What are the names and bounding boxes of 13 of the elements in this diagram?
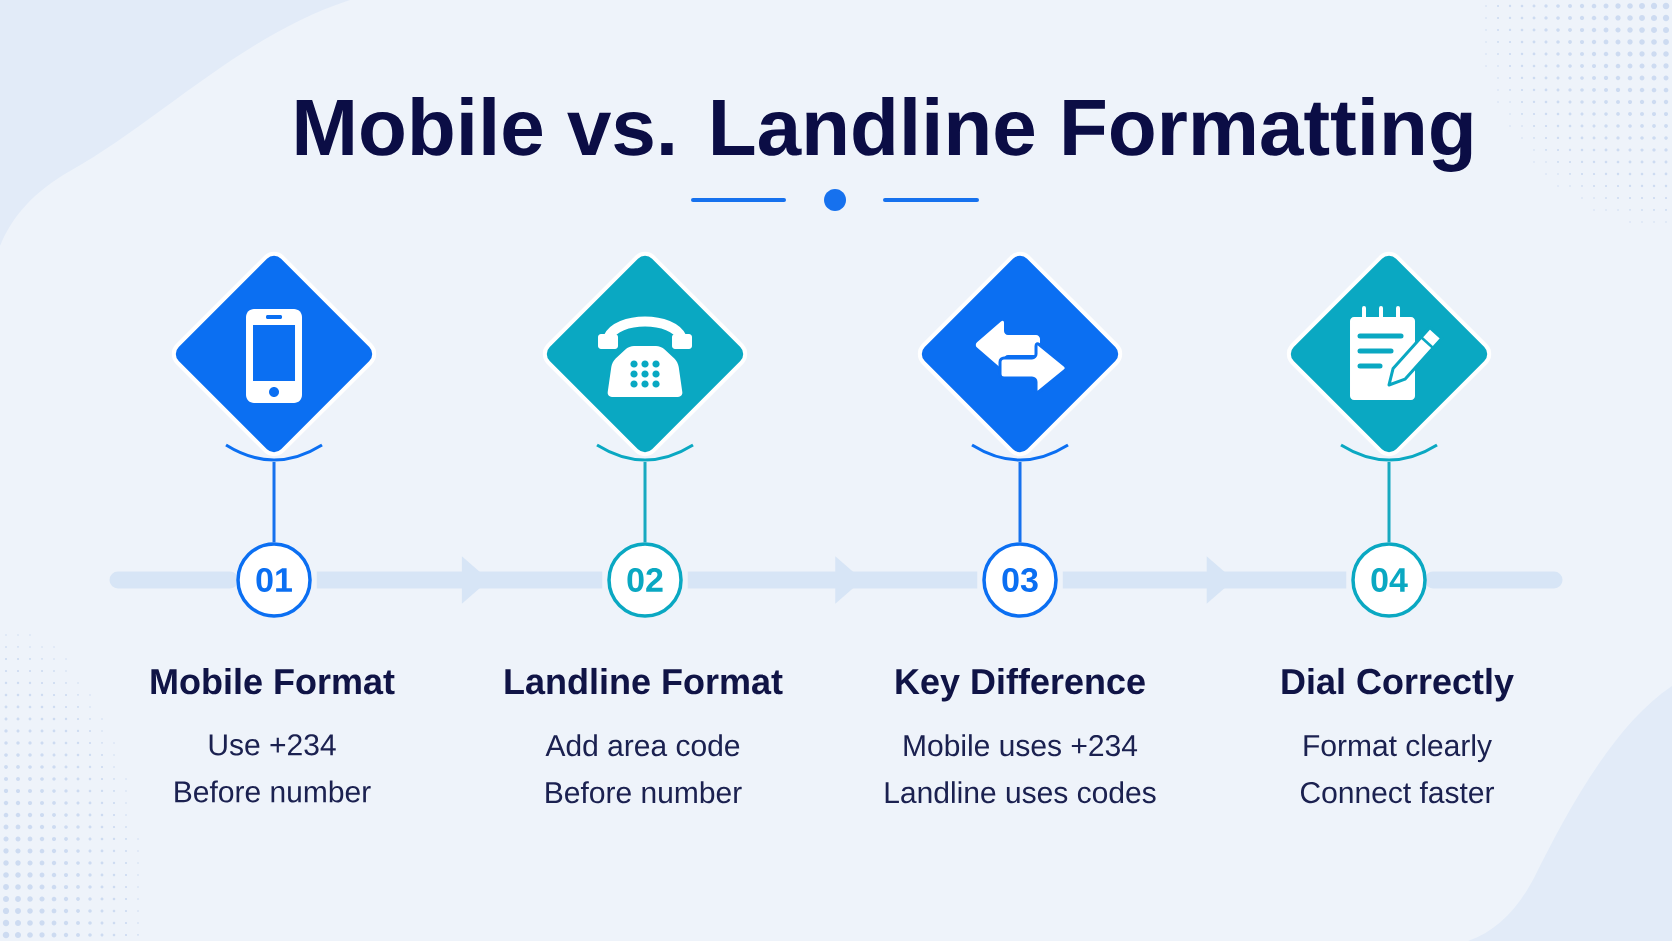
connector-line <box>643 462 647 543</box>
connector-line <box>1387 462 1391 543</box>
step-description: Add area code Before number <box>545 734 742 804</box>
connector-line <box>1018 462 1022 543</box>
step-title: Dial Correctly <box>1282 667 1514 702</box>
step-title: Landline Format <box>505 667 783 695</box>
step-description: Format clearly Connect faster <box>1301 734 1494 804</box>
step-title: Mobile Format <box>151 667 395 695</box>
connector-line <box>272 462 276 543</box>
step-description: Use +234 Before number <box>175 734 371 803</box>
step-title: Key Difference <box>896 667 1145 702</box>
title: Mobile vs. Landline Formatting <box>296 97 1472 172</box>
step-description: Mobile uses +234 Landline uses codes <box>885 734 1156 804</box>
